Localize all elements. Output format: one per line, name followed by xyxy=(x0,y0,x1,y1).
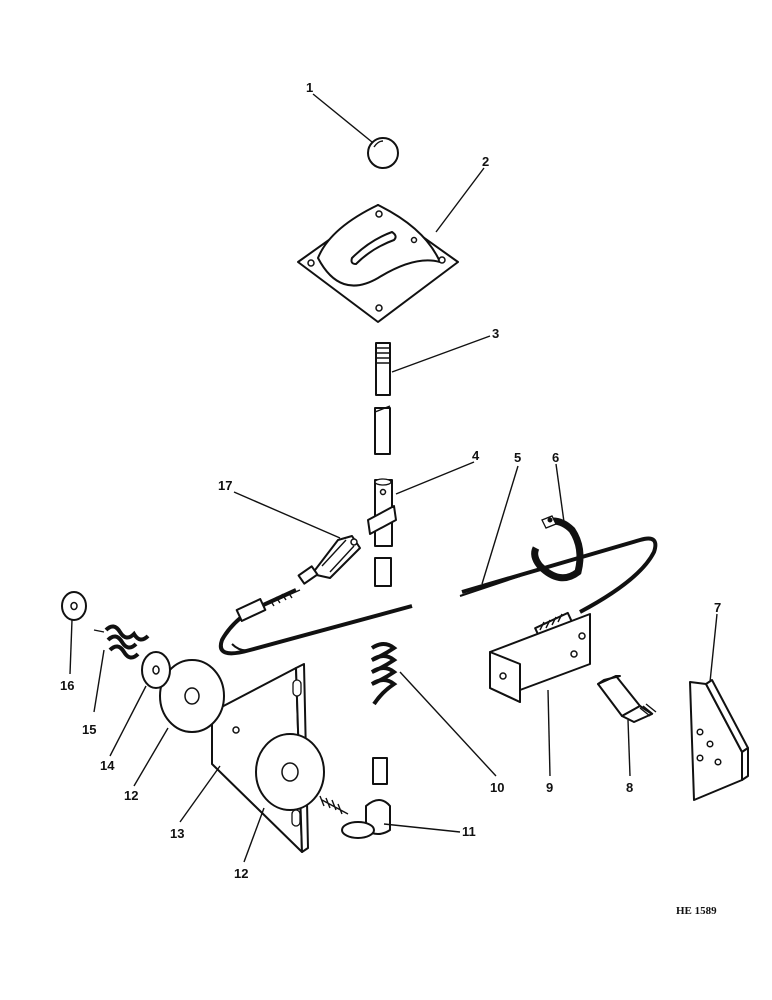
part-14-washer xyxy=(141,651,171,689)
leader-lines xyxy=(69,93,718,863)
callout-11: 11 xyxy=(462,824,476,839)
part-7-mounting-plate xyxy=(689,679,749,801)
part-6-clip xyxy=(531,515,584,582)
callout-2: 2 xyxy=(482,154,489,169)
part-10-spring xyxy=(370,642,398,706)
callout-17: 17 xyxy=(218,478,232,493)
part-5-cable-rod xyxy=(459,536,658,641)
callout-12-lower: 12 xyxy=(234,866,248,881)
part-4-lever-bracket xyxy=(367,478,397,587)
part-9-cable-bracket xyxy=(489,613,591,703)
callout-7: 7 xyxy=(714,600,721,615)
part-17-clevis xyxy=(297,535,361,585)
part-11-pin-assembly xyxy=(319,757,391,839)
control-cable xyxy=(218,588,413,656)
callout-8: 8 xyxy=(626,780,633,795)
callout-12-upper: 12 xyxy=(124,788,138,803)
part-8-spacer xyxy=(597,675,657,723)
callout-6: 6 xyxy=(552,450,559,465)
part-12-disc-rear xyxy=(159,659,225,733)
part-15-spring xyxy=(93,624,150,660)
callout-14: 14 xyxy=(100,758,115,773)
callout-labels: 1 2 3 4 5 6 7 8 9 10 11 12 12 13 14 15 1… xyxy=(60,80,721,881)
part-16-washer xyxy=(61,591,87,621)
part-1-knob xyxy=(367,137,399,169)
callout-3: 3 xyxy=(492,326,499,341)
part-2-shift-plate xyxy=(297,204,459,323)
callout-9: 9 xyxy=(546,780,553,795)
callout-13: 13 xyxy=(170,826,184,841)
figure-code: HE 1589 xyxy=(676,905,717,917)
callout-5: 5 xyxy=(514,450,521,465)
callout-10: 10 xyxy=(490,780,504,795)
callout-1: 1 xyxy=(306,80,313,95)
callout-15: 15 xyxy=(82,722,96,737)
part-12-disc-front xyxy=(255,733,325,811)
callout-4: 4 xyxy=(472,448,480,463)
callout-16: 16 xyxy=(60,678,74,693)
part-3-lever-shaft xyxy=(374,342,391,455)
